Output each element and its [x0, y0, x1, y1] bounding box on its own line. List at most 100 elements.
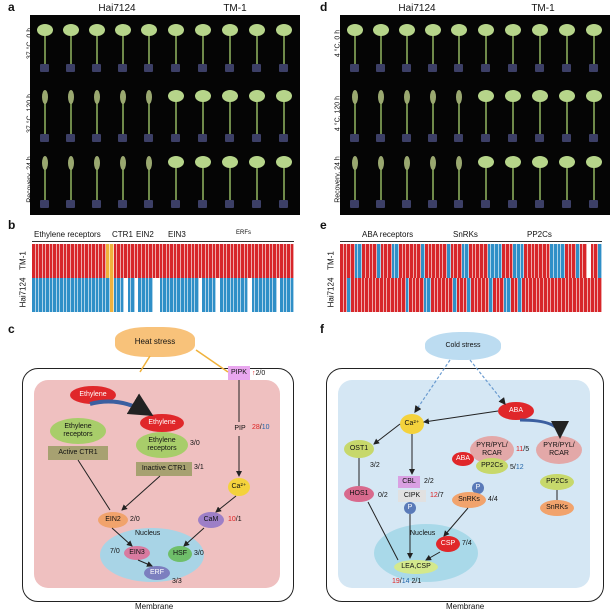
heatmap-cell — [369, 244, 374, 278]
heatmap-cell — [56, 244, 61, 278]
heatmap-cell — [283, 278, 288, 312]
cold-p-2: P — [472, 482, 484, 494]
heatmap-cell — [511, 278, 515, 312]
plant-leaf — [477, 24, 494, 36]
heat-stress-label: Heat stress — [134, 337, 176, 346]
heatmap-cell — [248, 244, 252, 278]
heatmap-cell — [273, 244, 277, 278]
plant-pot — [589, 134, 599, 142]
heatmap-cell — [502, 244, 506, 278]
plant-leaf — [347, 24, 363, 36]
heatmap-cell — [587, 278, 592, 312]
heat-count-pipk: ↑2/0 — [252, 370, 266, 377]
plant-stem — [458, 98, 460, 134]
plant-leaf — [68, 156, 74, 170]
heatmap-cell — [509, 244, 514, 278]
plant-stem — [539, 32, 541, 64]
heatmap-cell — [244, 244, 249, 278]
heatmap-cell — [412, 278, 417, 312]
heatmap-cell — [102, 278, 107, 312]
heatmap-cell — [216, 244, 220, 278]
heatmap-cell — [159, 278, 164, 312]
plant-pot — [428, 200, 437, 208]
plant-pot — [562, 200, 572, 208]
plant-pot — [40, 64, 49, 72]
plant-pot — [402, 64, 411, 72]
heatmap-cell — [413, 244, 418, 278]
heat-hsf: HSF — [168, 546, 192, 562]
plant-stem — [70, 98, 72, 134]
heatmap-cell — [564, 244, 569, 278]
heatmap-cell — [202, 278, 206, 312]
cold-nucleus-label: Nucleus — [410, 530, 436, 537]
heatmap-cell — [454, 244, 458, 278]
heatmap-cell — [387, 278, 391, 312]
heatmap-cell — [458, 244, 462, 278]
plant-pot — [402, 134, 411, 142]
heatmap-cell — [522, 278, 526, 312]
heatmap-cell — [191, 278, 196, 312]
heatmap-cell — [362, 244, 366, 278]
plant-leaf — [425, 24, 441, 36]
plant-leaf — [559, 90, 576, 102]
cold-csp: CSP — [436, 536, 460, 552]
cold-count-pp2cs: 5/12 — [510, 464, 524, 471]
heatmap-cell — [124, 244, 128, 278]
plant-stem — [432, 98, 434, 134]
heatmap-cell — [460, 278, 464, 312]
heatmap-cell — [219, 244, 224, 278]
heatmap-cell — [198, 244, 203, 278]
heatmap-cell — [514, 278, 519, 312]
plant-pot — [454, 64, 463, 72]
plant-stem — [229, 98, 231, 134]
heatmap-cell — [565, 278, 570, 312]
heatmap-cell — [438, 278, 442, 312]
heatmap-cell — [166, 278, 171, 312]
heatmap-cell — [428, 244, 433, 278]
plant-pot — [144, 134, 153, 142]
plant-stem — [511, 32, 514, 64]
plant-leaf — [249, 24, 266, 36]
heatmap-cell — [492, 278, 497, 312]
plant-leaf — [167, 24, 184, 36]
heatmap-cell — [553, 244, 558, 278]
heatmap-cell — [188, 278, 192, 312]
cold-ca: Ca²⁺ — [400, 414, 424, 434]
plant-pot — [376, 200, 385, 208]
plant-pot — [454, 134, 463, 142]
heatmap-cell — [74, 278, 79, 312]
heatmap-cell — [127, 244, 132, 278]
heatmap-cell — [395, 244, 399, 278]
plant-pot — [480, 134, 490, 142]
plant-stem — [256, 164, 259, 200]
cold-cbl: CBL — [398, 476, 420, 488]
heatmap-cell — [280, 278, 284, 312]
heatmap-cell — [568, 244, 573, 278]
heatmap-cell — [60, 244, 64, 278]
heatmap-cell — [450, 244, 455, 278]
plant-stem — [511, 98, 514, 134]
cold-count-snrks: 4/4 — [488, 496, 498, 503]
heatmap-cell — [46, 244, 50, 278]
heatmap-cell — [487, 244, 492, 278]
heat-inactive-ctr1: Inactive CTR1 — [136, 462, 192, 476]
heatmap-cell — [410, 244, 414, 278]
heatmap-cell — [469, 244, 473, 278]
heatmap-cell — [42, 278, 47, 312]
plant-pot — [118, 64, 127, 72]
heatmap-cell — [49, 244, 54, 278]
heatmap-cell — [383, 278, 388, 312]
heatmap-cell — [558, 278, 563, 312]
cold-lea: LEA,CSP — [394, 560, 438, 574]
plant-stem — [44, 164, 46, 200]
heatmap-cell — [184, 244, 189, 278]
plant-leaf — [222, 90, 238, 102]
heat-ethylene-2: Ethylene — [140, 414, 184, 432]
heatmap-cell — [591, 278, 595, 312]
heatmap-cell — [88, 244, 93, 278]
heatmap-cell — [106, 244, 111, 278]
heat-active-ctr1: Active CTR1 — [48, 446, 108, 460]
heatmap-cell — [399, 244, 403, 278]
heatmap-cell — [580, 278, 584, 312]
